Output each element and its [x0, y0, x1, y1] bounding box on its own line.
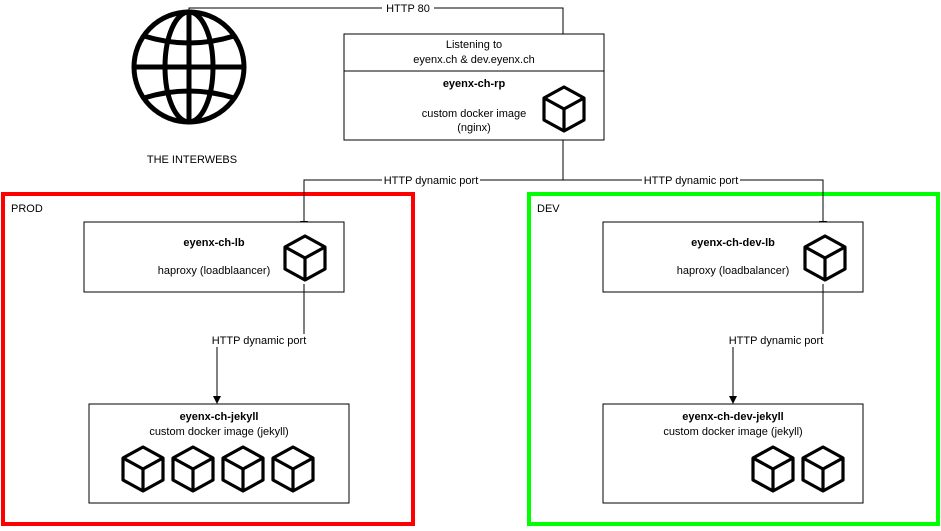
dev-environment-frame	[527, 192, 940, 526]
dev-jekyll-desc: custom docker image (jekyll)	[663, 426, 802, 438]
globe-icon	[131, 9, 247, 125]
edge-label-rp-to-prod-lb: HTTP dynamic port	[384, 175, 479, 187]
rp-desc-line1: custom docker image	[422, 108, 527, 120]
edge-rp-to-dev-lb	[563, 179, 827, 229]
prod-environment-label: PROD	[11, 203, 43, 215]
prod-environment-frame	[1, 192, 415, 526]
internet-label: THE INTERWEBS	[147, 154, 237, 166]
reverse-proxy-node: Listening to eyenx.ch & dev.eyenx.ch eye…	[343, 33, 605, 141]
dev-environment-label: DEV	[537, 203, 560, 215]
edge-label-internet-to-rp: HTTP 80	[386, 3, 430, 15]
rp-header-line1: Listening to	[446, 39, 502, 51]
edge-label-rp-to-dev-lb: HTTP dynamic port	[644, 175, 739, 187]
prod-jekyll-desc: custom docker image (jekyll)	[149, 426, 288, 438]
edge-label-prod-lb-to-jekyll: HTTP dynamic port	[212, 335, 307, 347]
prod-lb-name: eyenx-ch-lb	[183, 237, 244, 249]
prod-lb-node: eyenx-ch-lb haproxy (loadblaancer)	[83, 221, 345, 293]
dev-jekyll-name: eyenx-ch-dev-jekyll	[682, 411, 784, 423]
dev-lb-name: eyenx-ch-dev-lb	[691, 237, 775, 249]
rp-desc-line2: (nginx)	[457, 122, 491, 134]
rp-name: eyenx-ch-rp	[443, 78, 506, 90]
dev-jekyll-node: eyenx-ch-dev-jekyll custom docker image …	[602, 403, 864, 504]
edge-label-dev-lb-to-jekyll: HTTP dynamic port	[729, 335, 824, 347]
prod-jekyll-name: eyenx-ch-jekyll	[180, 411, 259, 423]
dev-lb-desc: haproxy (loadbalancer)	[677, 265, 790, 277]
dev-lb-node: eyenx-ch-dev-lb haproxy (loadbalancer)	[602, 221, 864, 293]
prod-jekyll-node: eyenx-ch-jekyll custom docker image (jek…	[88, 403, 350, 504]
rp-header-line2: eyenx.ch & dev.eyenx.ch	[413, 54, 534, 66]
prod-lb-desc: haproxy (loadblaancer)	[158, 265, 271, 277]
